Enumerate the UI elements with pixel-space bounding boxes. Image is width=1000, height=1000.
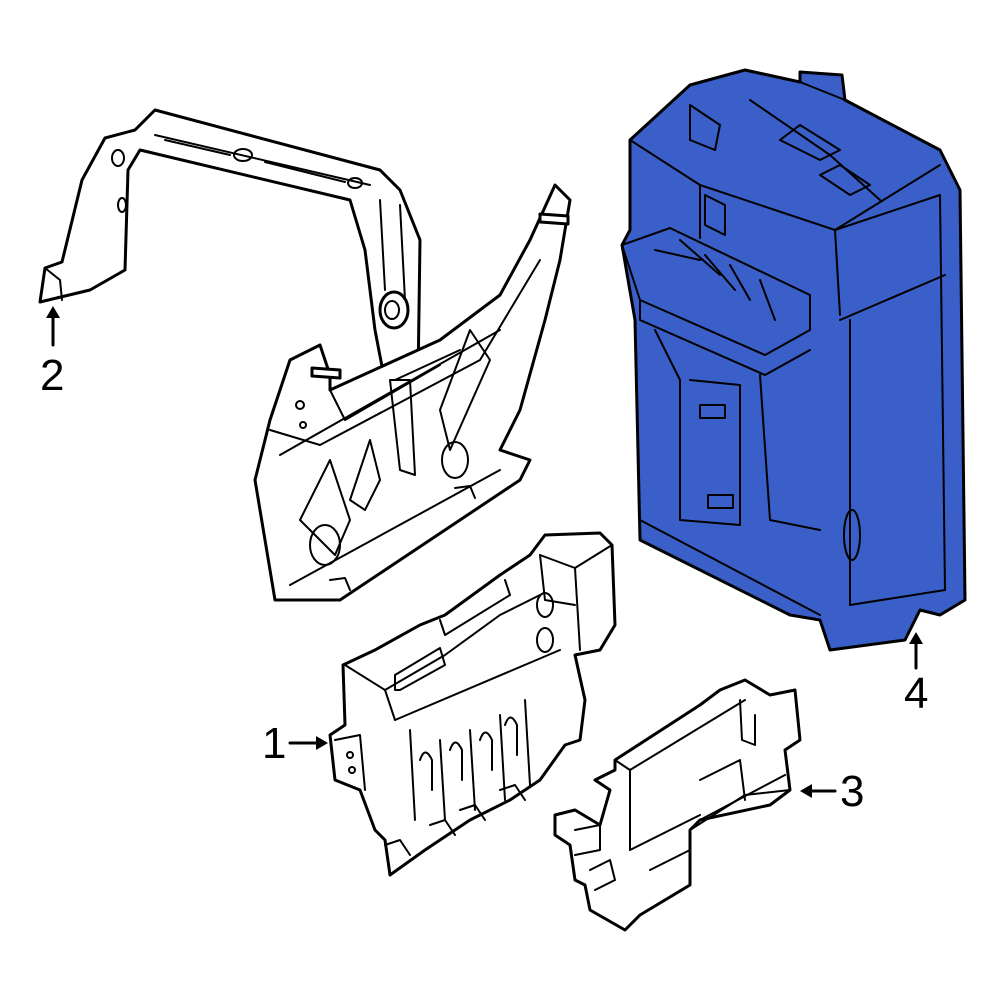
callout-4-label: 4 [904,669,928,718]
callout-2-label: 2 [40,351,64,400]
part-3-lower-cover[interactable] [553,678,802,932]
callout-1-label: 1 [262,719,286,768]
callout-1-arrowhead [316,736,328,750]
part-4-fuse-box-housing[interactable] [620,68,967,652]
callout-4: 4 [904,632,928,718]
callout-4-arrowhead [909,632,923,644]
callout-3-arrowhead [800,784,812,798]
callout-1: 1 [262,719,328,768]
callout-3-label: 3 [840,767,864,816]
part-1-junction-block[interactable] [328,531,617,877]
callout-2-arrowhead [46,306,60,318]
callout-2: 2 [40,306,64,400]
callout-3: 3 [800,767,864,816]
part-2-mounting-bracket[interactable] [38,108,572,602]
